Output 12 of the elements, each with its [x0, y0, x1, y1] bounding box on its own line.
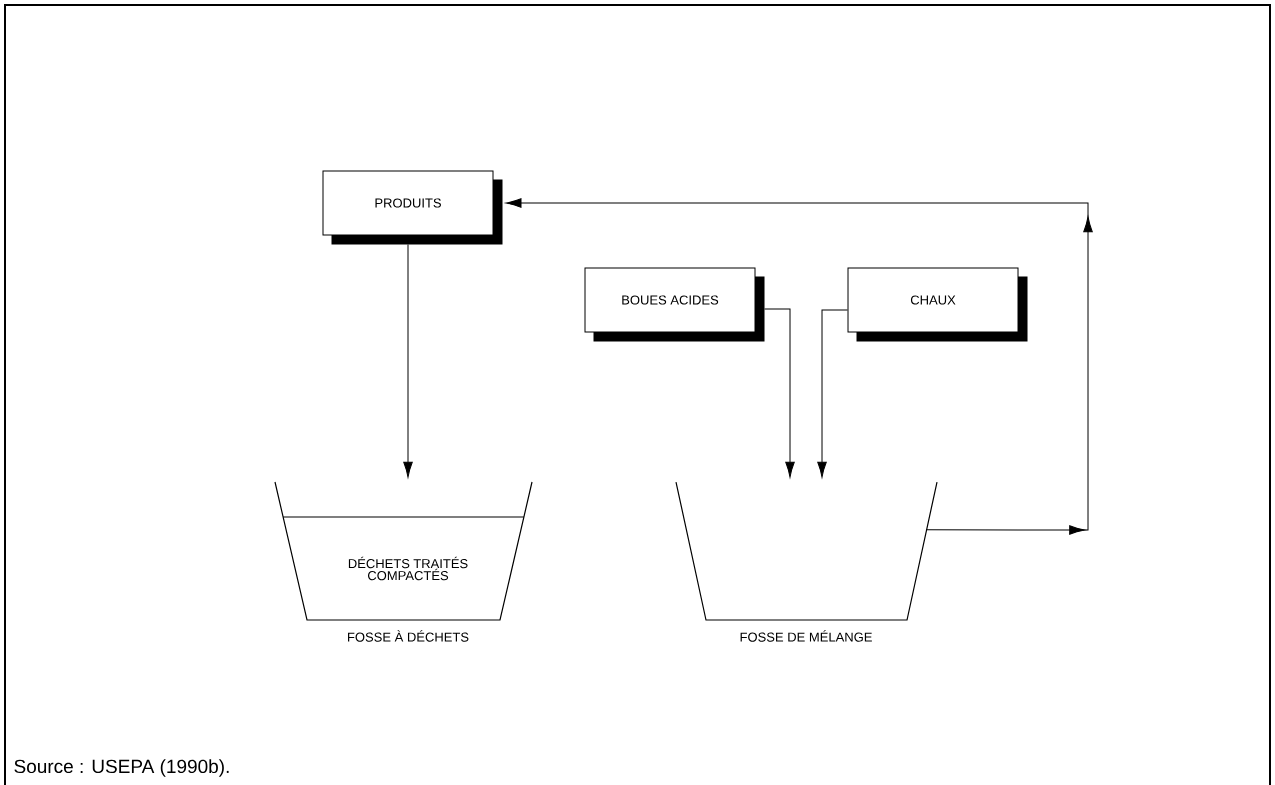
pit-caption: FOSSE DE MÉLANGE	[740, 630, 872, 642]
arrow	[817, 309, 848, 478]
arrow	[403, 244, 413, 478]
pit-caption: FOSSE À DÉCHETS	[348, 630, 469, 642]
waste-pit: DÉCHETS TRAITÉS COMPACTÉS	[274, 481, 533, 621]
mixing-pit	[675, 481, 938, 621]
shadowed-box: BOUES ACIDES	[584, 267, 765, 342]
shadowed-box: PRODUITS	[322, 170, 503, 245]
source-note: Source : USEPA (1990b).	[14, 759, 229, 777]
arrow	[764, 308, 795, 478]
shadowed-box: CHAUX	[847, 267, 1028, 342]
arrow	[505, 198, 1093, 535]
